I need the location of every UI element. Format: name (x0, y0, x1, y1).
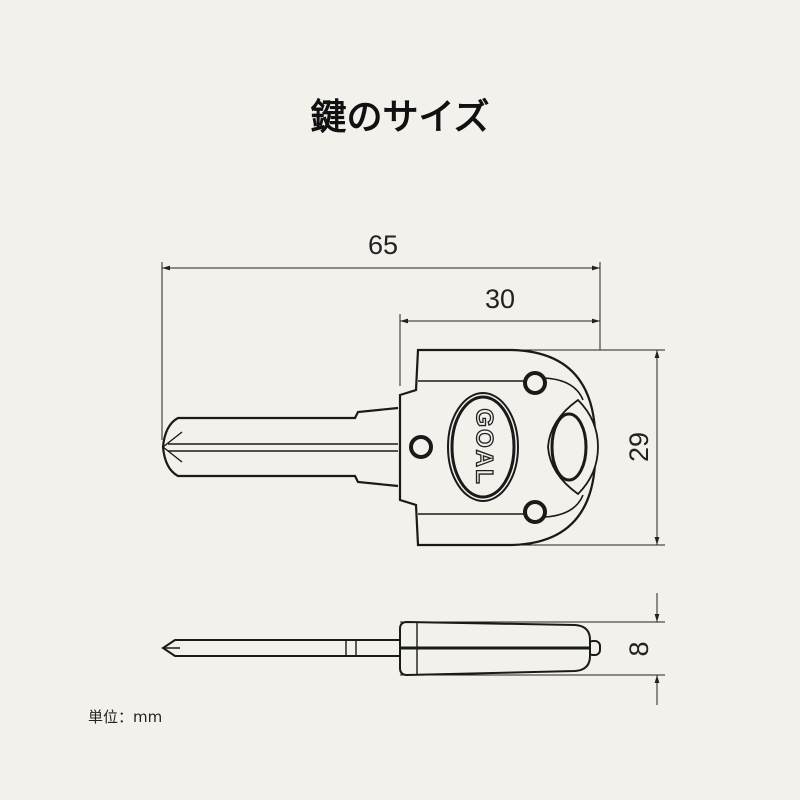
unit-label: 単位：mm (88, 708, 163, 726)
goal-logo: GOAL (471, 408, 498, 485)
dimension-8: 8 (624, 641, 654, 656)
key-side-view (161, 620, 601, 677)
dimension-29: 29 (624, 432, 654, 462)
key-front-view (161, 348, 599, 547)
dimension-65: 65 (368, 230, 398, 260)
dimension-30: 30 (485, 284, 515, 314)
page-title: 鍵のサイズ (310, 97, 490, 138)
